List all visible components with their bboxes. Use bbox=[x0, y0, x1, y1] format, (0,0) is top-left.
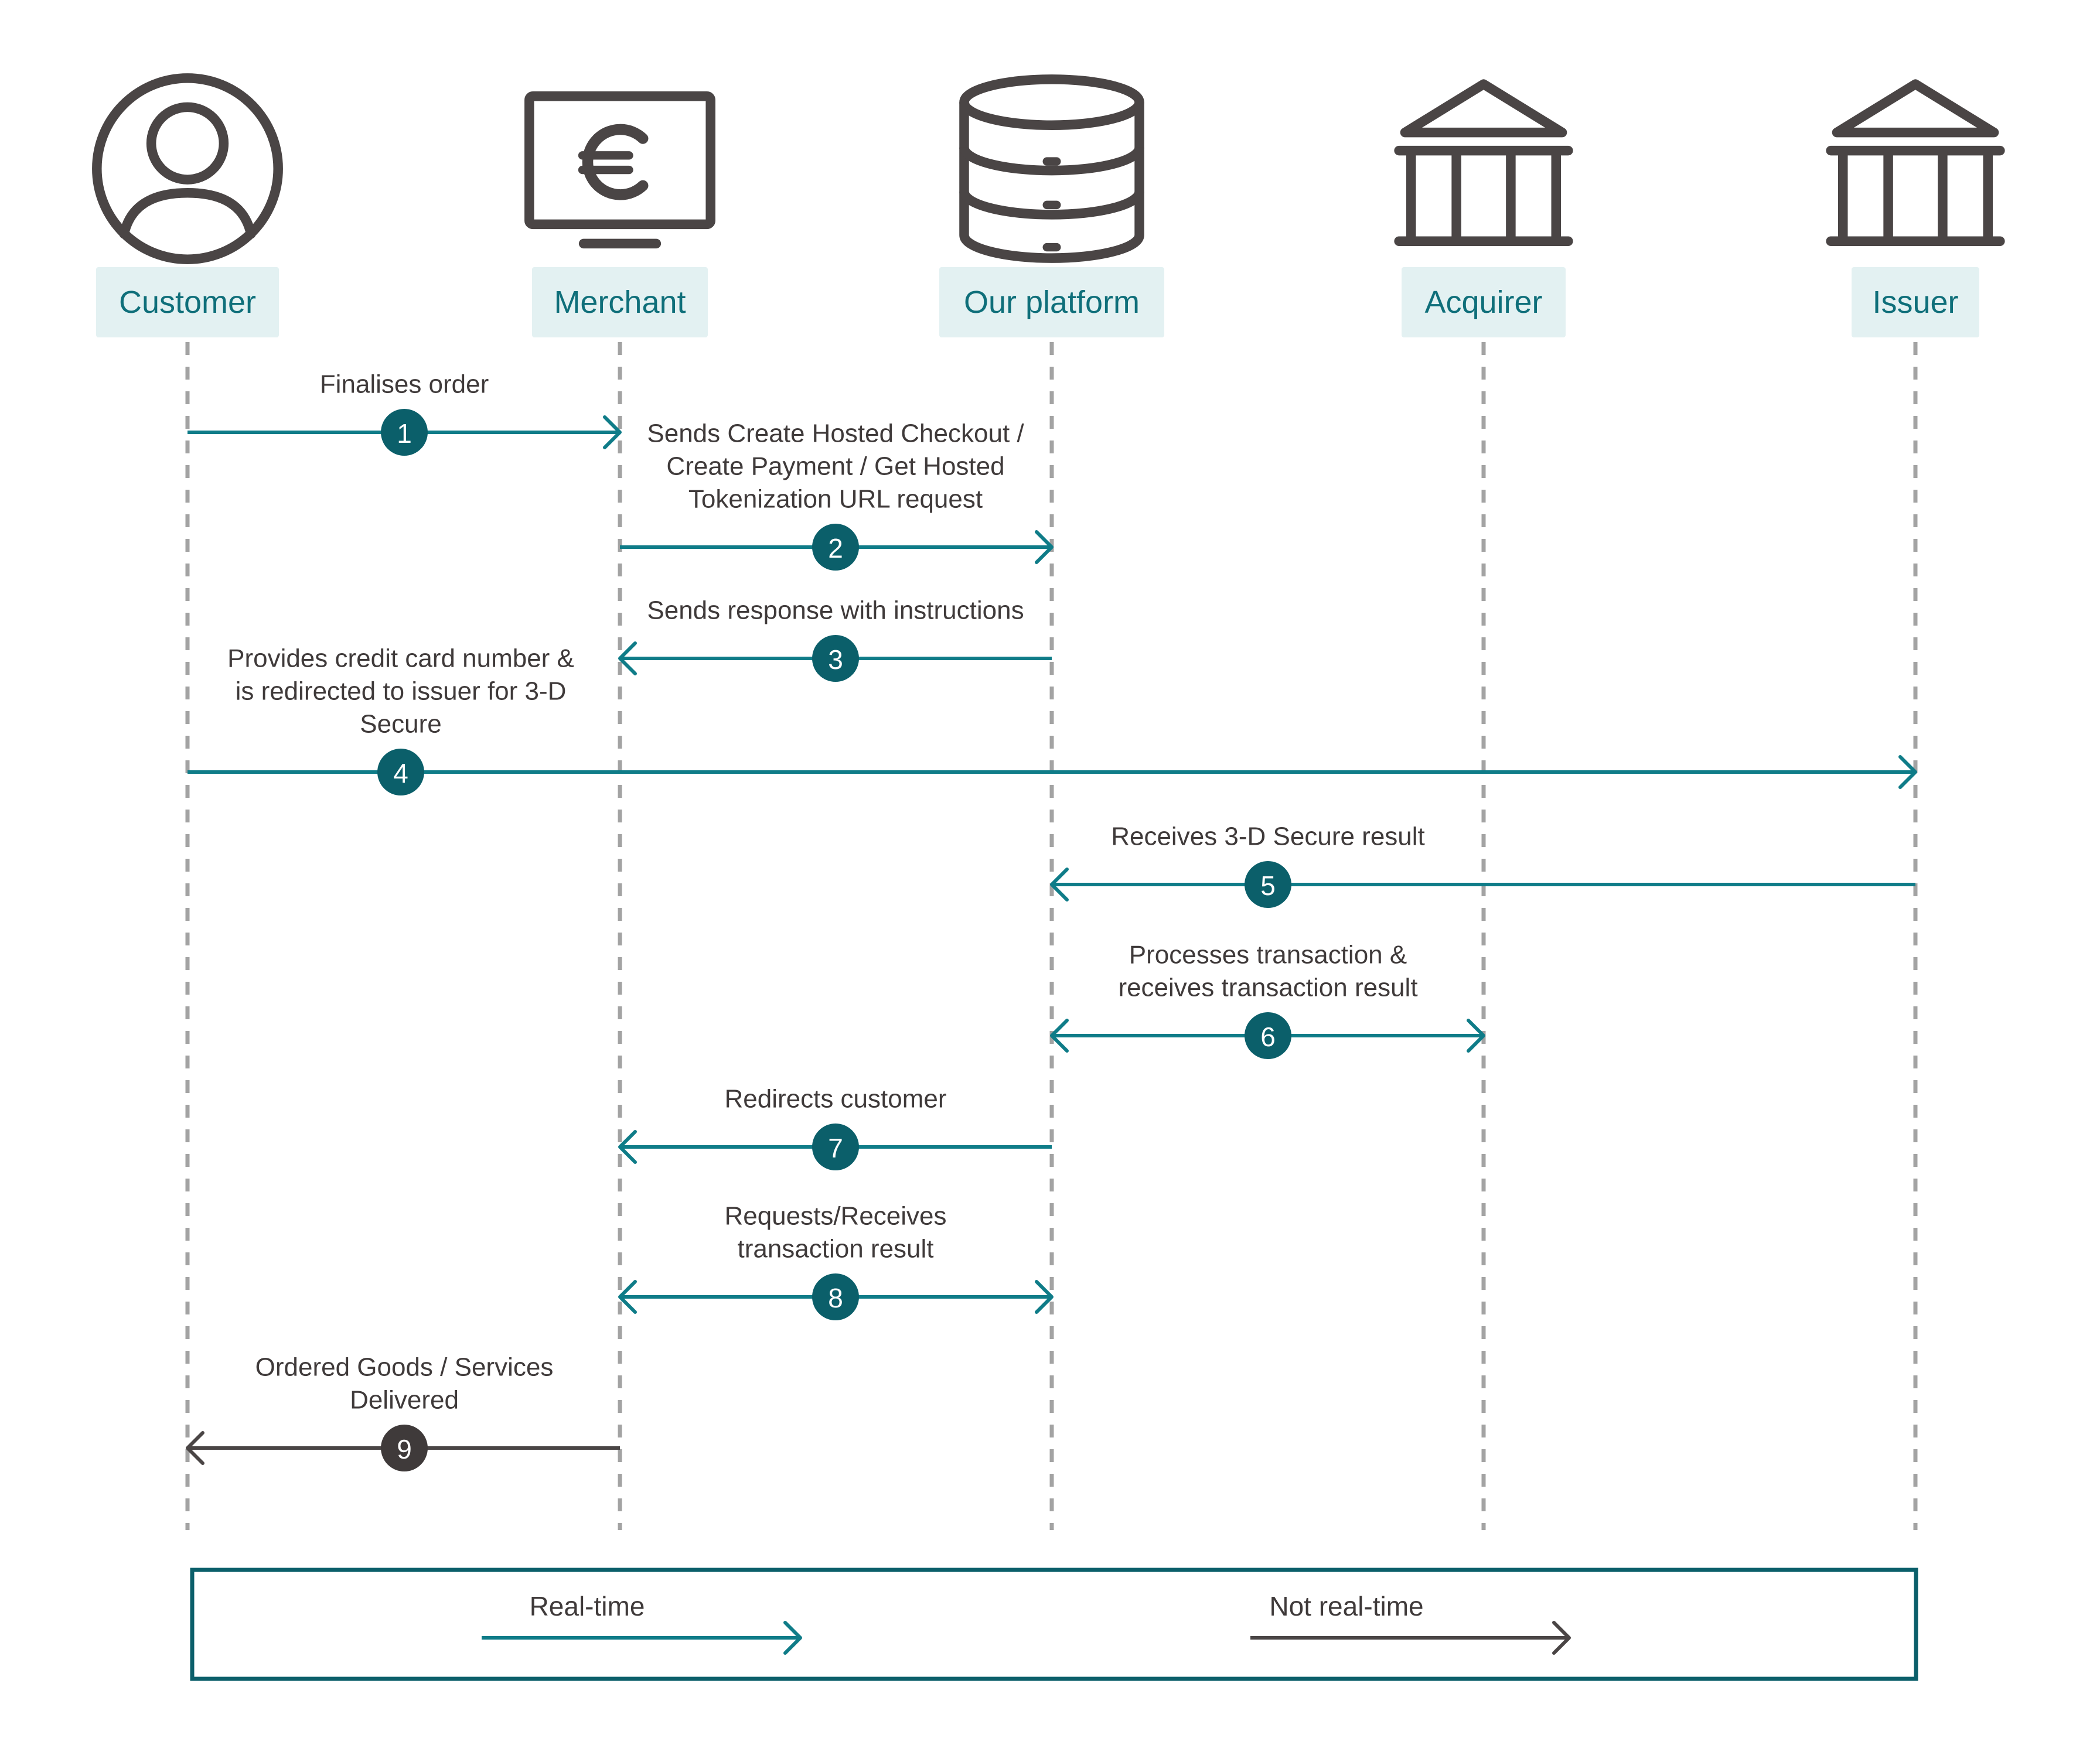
legend-not-realtime-arrow-icon bbox=[1552, 1621, 1571, 1655]
step-badge bbox=[381, 409, 428, 456]
message-label-line: Sends Create Hosted Checkout / bbox=[647, 419, 1024, 448]
step-number: 2 bbox=[828, 533, 843, 564]
arrow-tail-head-icon bbox=[1050, 1019, 1069, 1053]
arrow-head-icon bbox=[618, 641, 637, 675]
legend-not-realtime-label: Not real-time bbox=[1269, 1591, 1423, 1621]
message-1: 1 Finalises order bbox=[188, 370, 622, 456]
message-8: 8 Requests/Receives transaction result bbox=[618, 1202, 1054, 1320]
message-label-line: Ordered Goods / Services bbox=[255, 1353, 554, 1382]
arrow-head-icon bbox=[618, 1130, 637, 1164]
legend-realtime-arrow-icon bbox=[783, 1621, 802, 1655]
actor-issuer: Issuer bbox=[1831, 84, 2000, 337]
message-label-line: Tokenization URL request bbox=[688, 485, 983, 514]
actor-customer: Customer bbox=[96, 78, 279, 337]
message-5: 5 Receives 3-D Secure result bbox=[1050, 822, 1915, 908]
step-badge bbox=[812, 1273, 859, 1320]
step-number: 6 bbox=[1260, 1022, 1276, 1052]
actor-label: Issuer bbox=[1872, 285, 1958, 320]
message-label-line: transaction result bbox=[737, 1235, 933, 1264]
bank-icon bbox=[1399, 84, 1569, 241]
step-number: 5 bbox=[1260, 870, 1276, 901]
step-number: 8 bbox=[828, 1283, 843, 1313]
step-badge bbox=[1245, 1012, 1291, 1059]
arrow-tail-head-icon bbox=[618, 1280, 637, 1314]
message-label-line: Redirects customer bbox=[724, 1085, 946, 1114]
actor-label: Customer bbox=[119, 285, 256, 320]
message-3: 3 Sends response with instructions bbox=[618, 596, 1052, 682]
step-number: 1 bbox=[397, 418, 412, 449]
step-badge bbox=[812, 1124, 859, 1170]
legend: Real-time Not real-time bbox=[190, 1568, 1918, 1681]
message-label-line: Sends response with instructions bbox=[647, 596, 1024, 625]
actor-acquirer: Acquirer bbox=[1399, 84, 1569, 337]
step-badge bbox=[377, 749, 424, 795]
actor-label: Our platform bbox=[964, 285, 1140, 320]
arrow-head-icon bbox=[1050, 868, 1069, 902]
message-2: 2 Sends Create Hosted Checkout / Create Pa… bbox=[620, 419, 1054, 571]
messages: 1 Finalises order 2 Sends Create Hosted Che… bbox=[186, 370, 1917, 1471]
actor-label-box bbox=[1852, 267, 1979, 337]
message-label-line: Secure bbox=[360, 710, 441, 739]
message-label-line: Finalises order bbox=[320, 370, 489, 399]
lifelines bbox=[185, 342, 1918, 1530]
step-badge bbox=[812, 635, 859, 682]
step-badge bbox=[1245, 861, 1291, 908]
actor-platform: Our platform bbox=[939, 79, 1164, 337]
message-4: 4 Provides credit card number & is redirec… bbox=[188, 644, 1917, 795]
message-label-line: Requests/Receives bbox=[724, 1202, 946, 1231]
user-circle-icon bbox=[97, 78, 278, 259]
message-label-line: Receives 3-D Secure result bbox=[1111, 822, 1425, 851]
message-label-line: is redirected to issuer for 3-D bbox=[236, 677, 567, 706]
message-6: 6 Processes transaction & receives transac… bbox=[1050, 941, 1485, 1059]
message-label-line: Provides credit card number & bbox=[227, 644, 574, 673]
message-label-line: Delivered bbox=[350, 1386, 459, 1415]
arrow-head-icon bbox=[1898, 755, 1917, 789]
actors: Customer Merchant Our platform Acquirer Issu… bbox=[96, 78, 2000, 337]
step-badge bbox=[812, 524, 859, 571]
step-number: 4 bbox=[393, 758, 408, 788]
arrow-head-icon bbox=[603, 415, 622, 449]
actor-label-box bbox=[939, 267, 1164, 337]
actor-label: Merchant bbox=[554, 285, 686, 320]
bank-icon bbox=[1831, 84, 2000, 241]
arrow-head-icon bbox=[186, 1431, 204, 1465]
message-label-line: receives transaction result bbox=[1118, 974, 1417, 1002]
actor-label: Acquirer bbox=[1424, 285, 1542, 320]
actor-label-box bbox=[532, 267, 708, 337]
message-label-line: Processes transaction & bbox=[1129, 941, 1407, 969]
database-icon bbox=[964, 79, 1139, 258]
actor-label-box bbox=[96, 267, 279, 337]
message-label-line: Create Payment / Get Hosted bbox=[666, 452, 1004, 481]
legend-box bbox=[190, 1568, 1918, 1681]
actor-merchant: Merchant bbox=[529, 96, 710, 337]
arrow-head-icon bbox=[1467, 1019, 1485, 1053]
step-badge bbox=[381, 1425, 428, 1471]
arrow-head-icon bbox=[1035, 530, 1054, 564]
step-number: 3 bbox=[828, 644, 843, 675]
message-7: 7 Redirects customer bbox=[618, 1085, 1052, 1170]
euro-monitor-icon bbox=[529, 96, 710, 244]
legend-realtime-label: Real-time bbox=[530, 1591, 645, 1621]
arrow-head-icon bbox=[1035, 1280, 1054, 1314]
step-number: 9 bbox=[397, 1434, 412, 1464]
actor-label-box bbox=[1402, 267, 1566, 337]
step-number: 7 bbox=[828, 1133, 843, 1163]
